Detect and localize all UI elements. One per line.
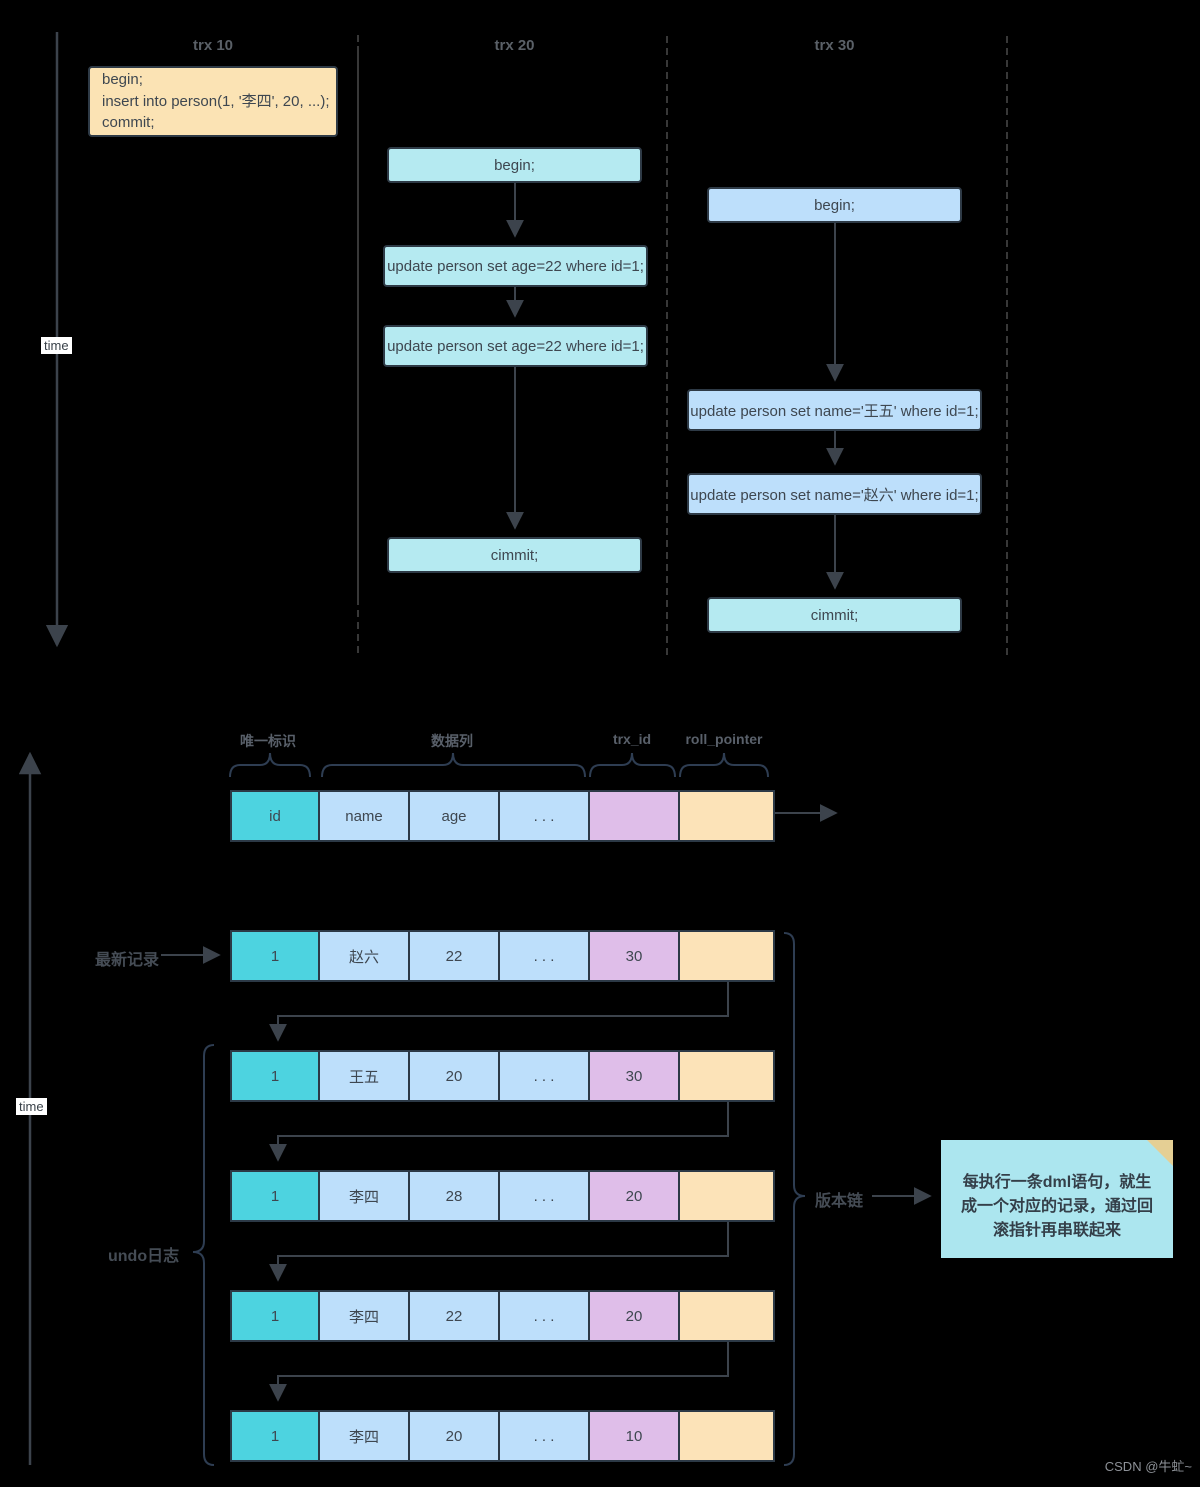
trx10-statements-box: begin; insert into person(1, '李四', 20, .…: [88, 66, 338, 137]
cell-age: 20: [410, 1050, 500, 1102]
version-row-1: 1 赵六 22 . . . 30: [230, 930, 775, 982]
cell-roll-pointer: [680, 1410, 775, 1462]
trx20-update1-box: update person set age=22 where id=1;: [383, 245, 648, 287]
lane-title-trx20: trx 20: [494, 37, 535, 54]
cell-name: 赵六: [320, 930, 410, 982]
cell-more: . . .: [500, 930, 590, 982]
cell-trx-id: 30: [590, 1050, 680, 1102]
trx10-line-2: insert into person(1, '李四', 20, ...);: [102, 92, 330, 110]
header-row: id name age . . .: [230, 790, 775, 842]
watermark: CSDN @牛虻~: [1104, 1459, 1192, 1474]
cell-trx-id: 20: [590, 1170, 680, 1222]
cell-id: 1: [230, 1290, 320, 1342]
brace-trx-id: [589, 752, 676, 778]
cell-name: 李四: [320, 1290, 410, 1342]
header-cell-trx-id: [590, 790, 680, 842]
header-cell-more: . . .: [500, 790, 590, 842]
cell-trx-id: 30: [590, 930, 680, 982]
cell-trx-id: 10: [590, 1410, 680, 1462]
lane-title-trx10: trx 10: [192, 37, 234, 54]
trx20-update2-box: update person set age=22 where id=1;: [383, 325, 648, 367]
version-link-1: [269, 982, 729, 1042]
cell-age: 22: [410, 930, 500, 982]
cell-more: . . .: [500, 1410, 590, 1462]
version-link-2: [269, 1102, 729, 1162]
label-roll-pointer: roll_pointer: [685, 731, 763, 747]
brace-data-columns: [321, 752, 586, 778]
label-trx-id: trx_id: [612, 731, 652, 747]
version-link-4: [269, 1342, 729, 1402]
version-row-4: 1 李四 22 . . . 20: [230, 1290, 775, 1342]
version-row-5: 1 李四 20 . . . 10: [230, 1410, 775, 1462]
trx20-commit-box: cimmit;: [387, 537, 642, 573]
note-text: 每执行一条dml语句，就生成一个对应的记录，通过回滚指针再串联起来: [960, 1174, 1153, 1239]
cell-id: 1: [230, 930, 320, 982]
note-fold-corner-icon: [1147, 1140, 1173, 1166]
time-label-bottom: time: [16, 1098, 47, 1115]
trx10-line-1: begin;: [102, 70, 143, 88]
cell-age: 20: [410, 1410, 500, 1462]
cell-age: 28: [410, 1170, 500, 1222]
header-cell-age: age: [410, 790, 500, 842]
time-label-top: time: [41, 337, 72, 354]
cell-id: 1: [230, 1050, 320, 1102]
cell-name: 王五: [320, 1050, 410, 1102]
trx30-begin-box: begin;: [707, 187, 962, 223]
version-row-2: 1 王五 20 . . . 30: [230, 1050, 775, 1102]
cell-more: . . .: [500, 1290, 590, 1342]
header-cell-name: name: [320, 790, 410, 842]
header-cell-id: id: [230, 790, 320, 842]
brace-roll-pointer: [679, 752, 769, 778]
label-unique-id: 唯一标识: [240, 733, 296, 749]
cell-roll-pointer: [680, 1290, 775, 1342]
trx10-line-3: commit;: [102, 114, 155, 132]
undo-log-label: undo日志: [108, 1248, 180, 1265]
cell-id: 1: [230, 1410, 320, 1462]
cell-id: 1: [230, 1170, 320, 1222]
trx30-update2-box: update person set name='赵六' where id=1;: [687, 473, 982, 515]
version-link-3: [269, 1222, 729, 1282]
cell-roll-pointer: [680, 1170, 775, 1222]
cell-roll-pointer: [680, 930, 775, 982]
cell-name: 李四: [320, 1170, 410, 1222]
trx30-update1-box: update person set name='王五' where id=1;: [687, 389, 982, 431]
cell-more: . . .: [500, 1050, 590, 1102]
cell-more: . . .: [500, 1170, 590, 1222]
latest-record-label: 最新记录: [95, 952, 160, 969]
cell-name: 李四: [320, 1410, 410, 1462]
cell-trx-id: 20: [590, 1290, 680, 1342]
cell-age: 22: [410, 1290, 500, 1342]
version-row-3: 1 李四 28 . . . 20: [230, 1170, 775, 1222]
brace-undo-log: [192, 1044, 215, 1466]
brace-version-chain: [783, 932, 806, 1466]
label-data-columns: 数据列: [431, 733, 473, 749]
header-cell-roll-pointer: [680, 790, 775, 842]
version-chain-label: 版本链: [815, 1193, 864, 1210]
brace-unique-id: [229, 752, 311, 778]
trx20-begin-box: begin;: [387, 147, 642, 183]
lane-title-trx30: trx 30: [814, 37, 855, 54]
trx30-commit-box: cimmit;: [707, 597, 962, 633]
note-box: 每执行一条dml语句，就生成一个对应的记录，通过回滚指针再串联起来: [941, 1140, 1173, 1258]
cell-roll-pointer: [680, 1050, 775, 1102]
